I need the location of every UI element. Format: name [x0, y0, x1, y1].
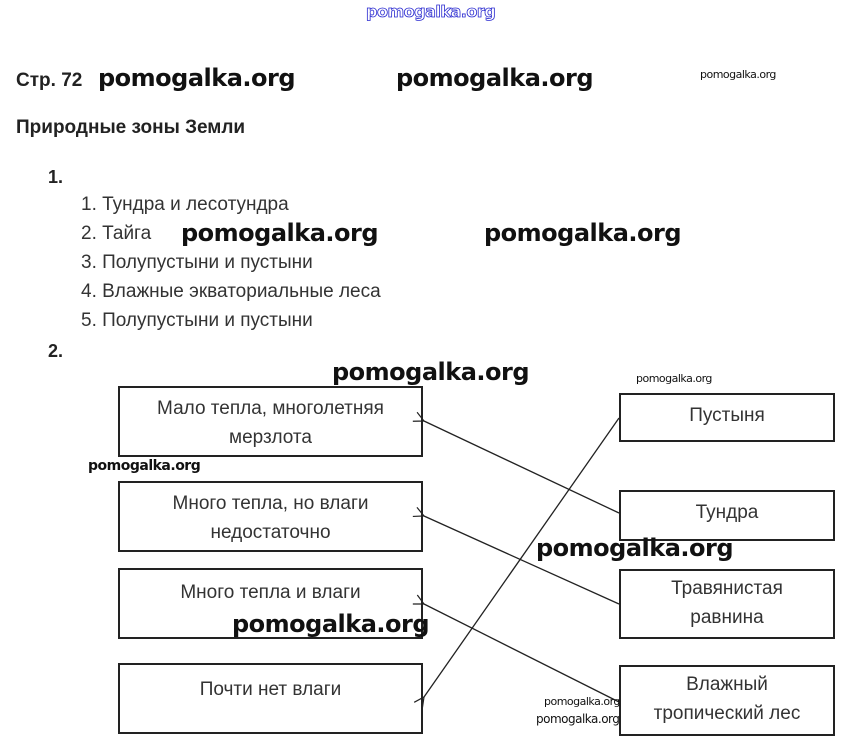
arrow-rainforest [424, 604, 620, 703]
left-box: Мало тепла, многолетняя мерзлота [118, 386, 423, 457]
watermark: pomogalka.org [544, 695, 620, 708]
watermark: pomogalka.org [98, 64, 296, 92]
watermark: pomogalka.org [484, 219, 682, 247]
watermark: pomogalka.org [332, 358, 530, 386]
watermark: pomogalka.org [232, 610, 430, 638]
arrow-tundra [424, 421, 620, 514]
watermark: pomogalka.org [700, 68, 776, 81]
arrow-desert [424, 417, 620, 697]
watermark: pomogalka.org [88, 458, 201, 474]
left-box: Много тепла, но влаги недостаточно [118, 481, 423, 552]
arrow-grassland [424, 516, 620, 605]
watermark: pomogalka.org [636, 372, 712, 385]
right-box: Тундра [619, 490, 835, 541]
page-title: Природные зоны Земли [16, 117, 246, 138]
right-box: Пустыня [619, 393, 835, 442]
watermark: pomogalka.org [536, 534, 734, 562]
list-item: 4. Влажные экваториальные леса [81, 281, 381, 302]
list-item: 5. Полупустыни и пустыни [81, 310, 313, 331]
watermark: pomogalka.org [536, 712, 620, 726]
list-item: 2. Тайга [81, 223, 152, 244]
watermark: pomogalka.org [181, 219, 379, 247]
watermark: pomogalka.org [396, 64, 594, 92]
list-item: 1. Тундра и лесотундра [81, 194, 289, 215]
task-number: 2. [48, 341, 64, 361]
right-box: Травянистая равнина [619, 569, 835, 639]
page-label: Стр. 72 [16, 70, 83, 91]
right-box: Влажный тропический лес [619, 665, 835, 736]
watermark: pomogalka.org [366, 2, 497, 22]
task-number: 1. [48, 167, 64, 187]
list-item: 3. Полупустыни и пустыни [81, 252, 313, 273]
